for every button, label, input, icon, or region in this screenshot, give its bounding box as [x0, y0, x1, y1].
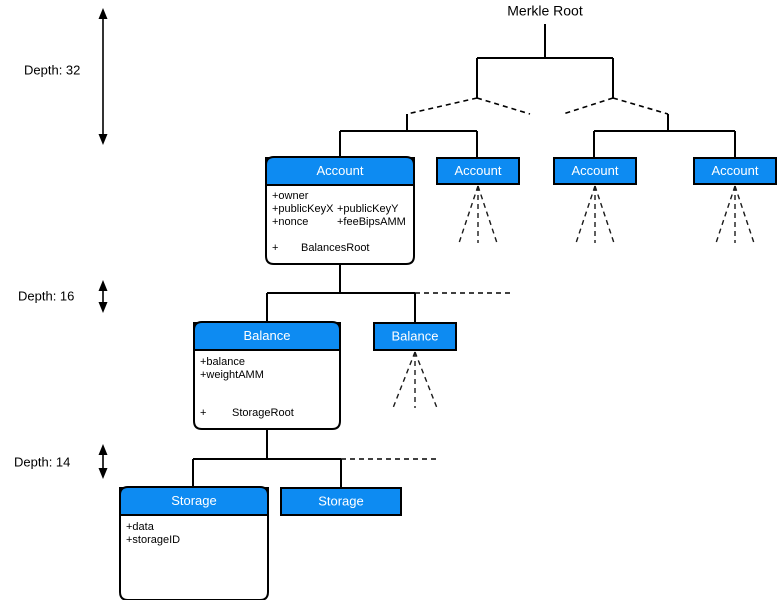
storage-collapsed-1-title: Storage — [318, 493, 364, 508]
storage-node-expanded[interactable]: Storage +data +storageID — [119, 486, 269, 600]
depth-marker-14-label: Depth: 14 — [14, 454, 70, 469]
depth-marker-16-arrow-up-icon — [98, 280, 108, 291]
account-balancesroot-marker: + — [272, 242, 278, 254]
balance-collapsed-1-title: Balance — [392, 328, 439, 343]
account-collapsed-3-box — [693, 157, 777, 185]
account-attr-nonce: +nonce — [272, 216, 308, 228]
account-attr-owner: +owner — [272, 190, 309, 202]
balance-attr-weightamm: +weightAMM — [200, 369, 264, 381]
depth-marker-14-arrow-down-icon — [98, 468, 108, 479]
account-attr-publickeyy: +publicKeyY — [337, 203, 399, 215]
edge-dashed-left-a — [406, 97, 478, 115]
depth-marker-32-arrow-down-icon — [98, 134, 108, 145]
depth-marker-14: Depth: 14 — [14, 444, 108, 479]
edge-dashed-acc1-c — [477, 185, 498, 244]
edge-dashed-acc2-c — [594, 185, 615, 244]
storage-collapsed-1-box — [280, 487, 402, 516]
storage-attr-storageid: +storageID — [126, 534, 180, 546]
edge-dashed-acc3-a — [715, 185, 736, 244]
balance-storageroot-label: StorageRoot — [232, 407, 294, 419]
depth-marker-16-label: Depth: 16 — [18, 288, 74, 303]
account-header — [265, 156, 415, 186]
account-node-collapsed-1[interactable]: Account — [436, 157, 520, 185]
account-node-collapsed-2[interactable]: Account — [553, 157, 637, 185]
balance-node-expanded[interactable]: Balance +balance +weightAMM + StorageRoo… — [193, 321, 341, 430]
depth-marker-32-arrow-up-icon — [98, 8, 108, 19]
account-collapsed-2-box — [553, 157, 637, 185]
account-collapsed-3-title: Account — [712, 163, 759, 178]
balance-title: Balance — [244, 328, 291, 343]
edge-dashed-acc3-c — [734, 185, 755, 244]
storage-attr-data: +data — [126, 521, 155, 533]
account-attr-feebipsamm: +feeBipsAMM — [337, 216, 406, 228]
account-collapsed-2-title: Account — [572, 163, 619, 178]
balance-storageroot-marker: + — [200, 407, 206, 419]
account-attr-publickeyx: +publicKeyX — [272, 203, 334, 215]
depth-marker-14-arrow-up-icon — [98, 444, 108, 455]
storage-title: Storage — [171, 493, 217, 508]
edge-dashed-left-b — [476, 97, 531, 115]
edge-dashed-right-a — [562, 97, 614, 115]
account-node-collapsed-3[interactable]: Account — [693, 157, 777, 185]
storage-node-collapsed-1[interactable]: Storage — [280, 487, 402, 516]
depth-marker-16: Depth: 16 — [18, 280, 108, 313]
account-node-expanded[interactable]: Account +owner +publicKeyX +nonce +publi… — [265, 156, 415, 265]
account-collapsed-1-box — [436, 157, 520, 185]
depth-marker-16-arrow-down-icon — [98, 302, 108, 313]
edge-dashed-bal1-a — [392, 351, 416, 409]
edge-dashed-acc1-a — [458, 185, 479, 244]
balance-header — [193, 321, 341, 351]
storage-header — [119, 486, 269, 516]
account-balancesroot-label: BalancesRoot — [301, 242, 370, 254]
account-collapsed-1-title: Account — [455, 163, 502, 178]
balance-attr-balance: +balance — [200, 356, 245, 368]
edge-dashed-acc2-a — [575, 185, 596, 244]
depth-marker-32-label: Depth: 32 — [24, 62, 80, 77]
account-title: Account — [317, 163, 364, 178]
merkle-root-label: Merkle Root — [507, 3, 583, 19]
depth-marker-32: Depth: 32 — [24, 8, 108, 145]
edge-dashed-right-b — [612, 97, 669, 115]
edge-dashed-bal1-c — [414, 351, 438, 409]
balance-node-collapsed-1[interactable]: Balance — [373, 322, 457, 351]
balance-collapsed-1-box — [373, 322, 457, 351]
